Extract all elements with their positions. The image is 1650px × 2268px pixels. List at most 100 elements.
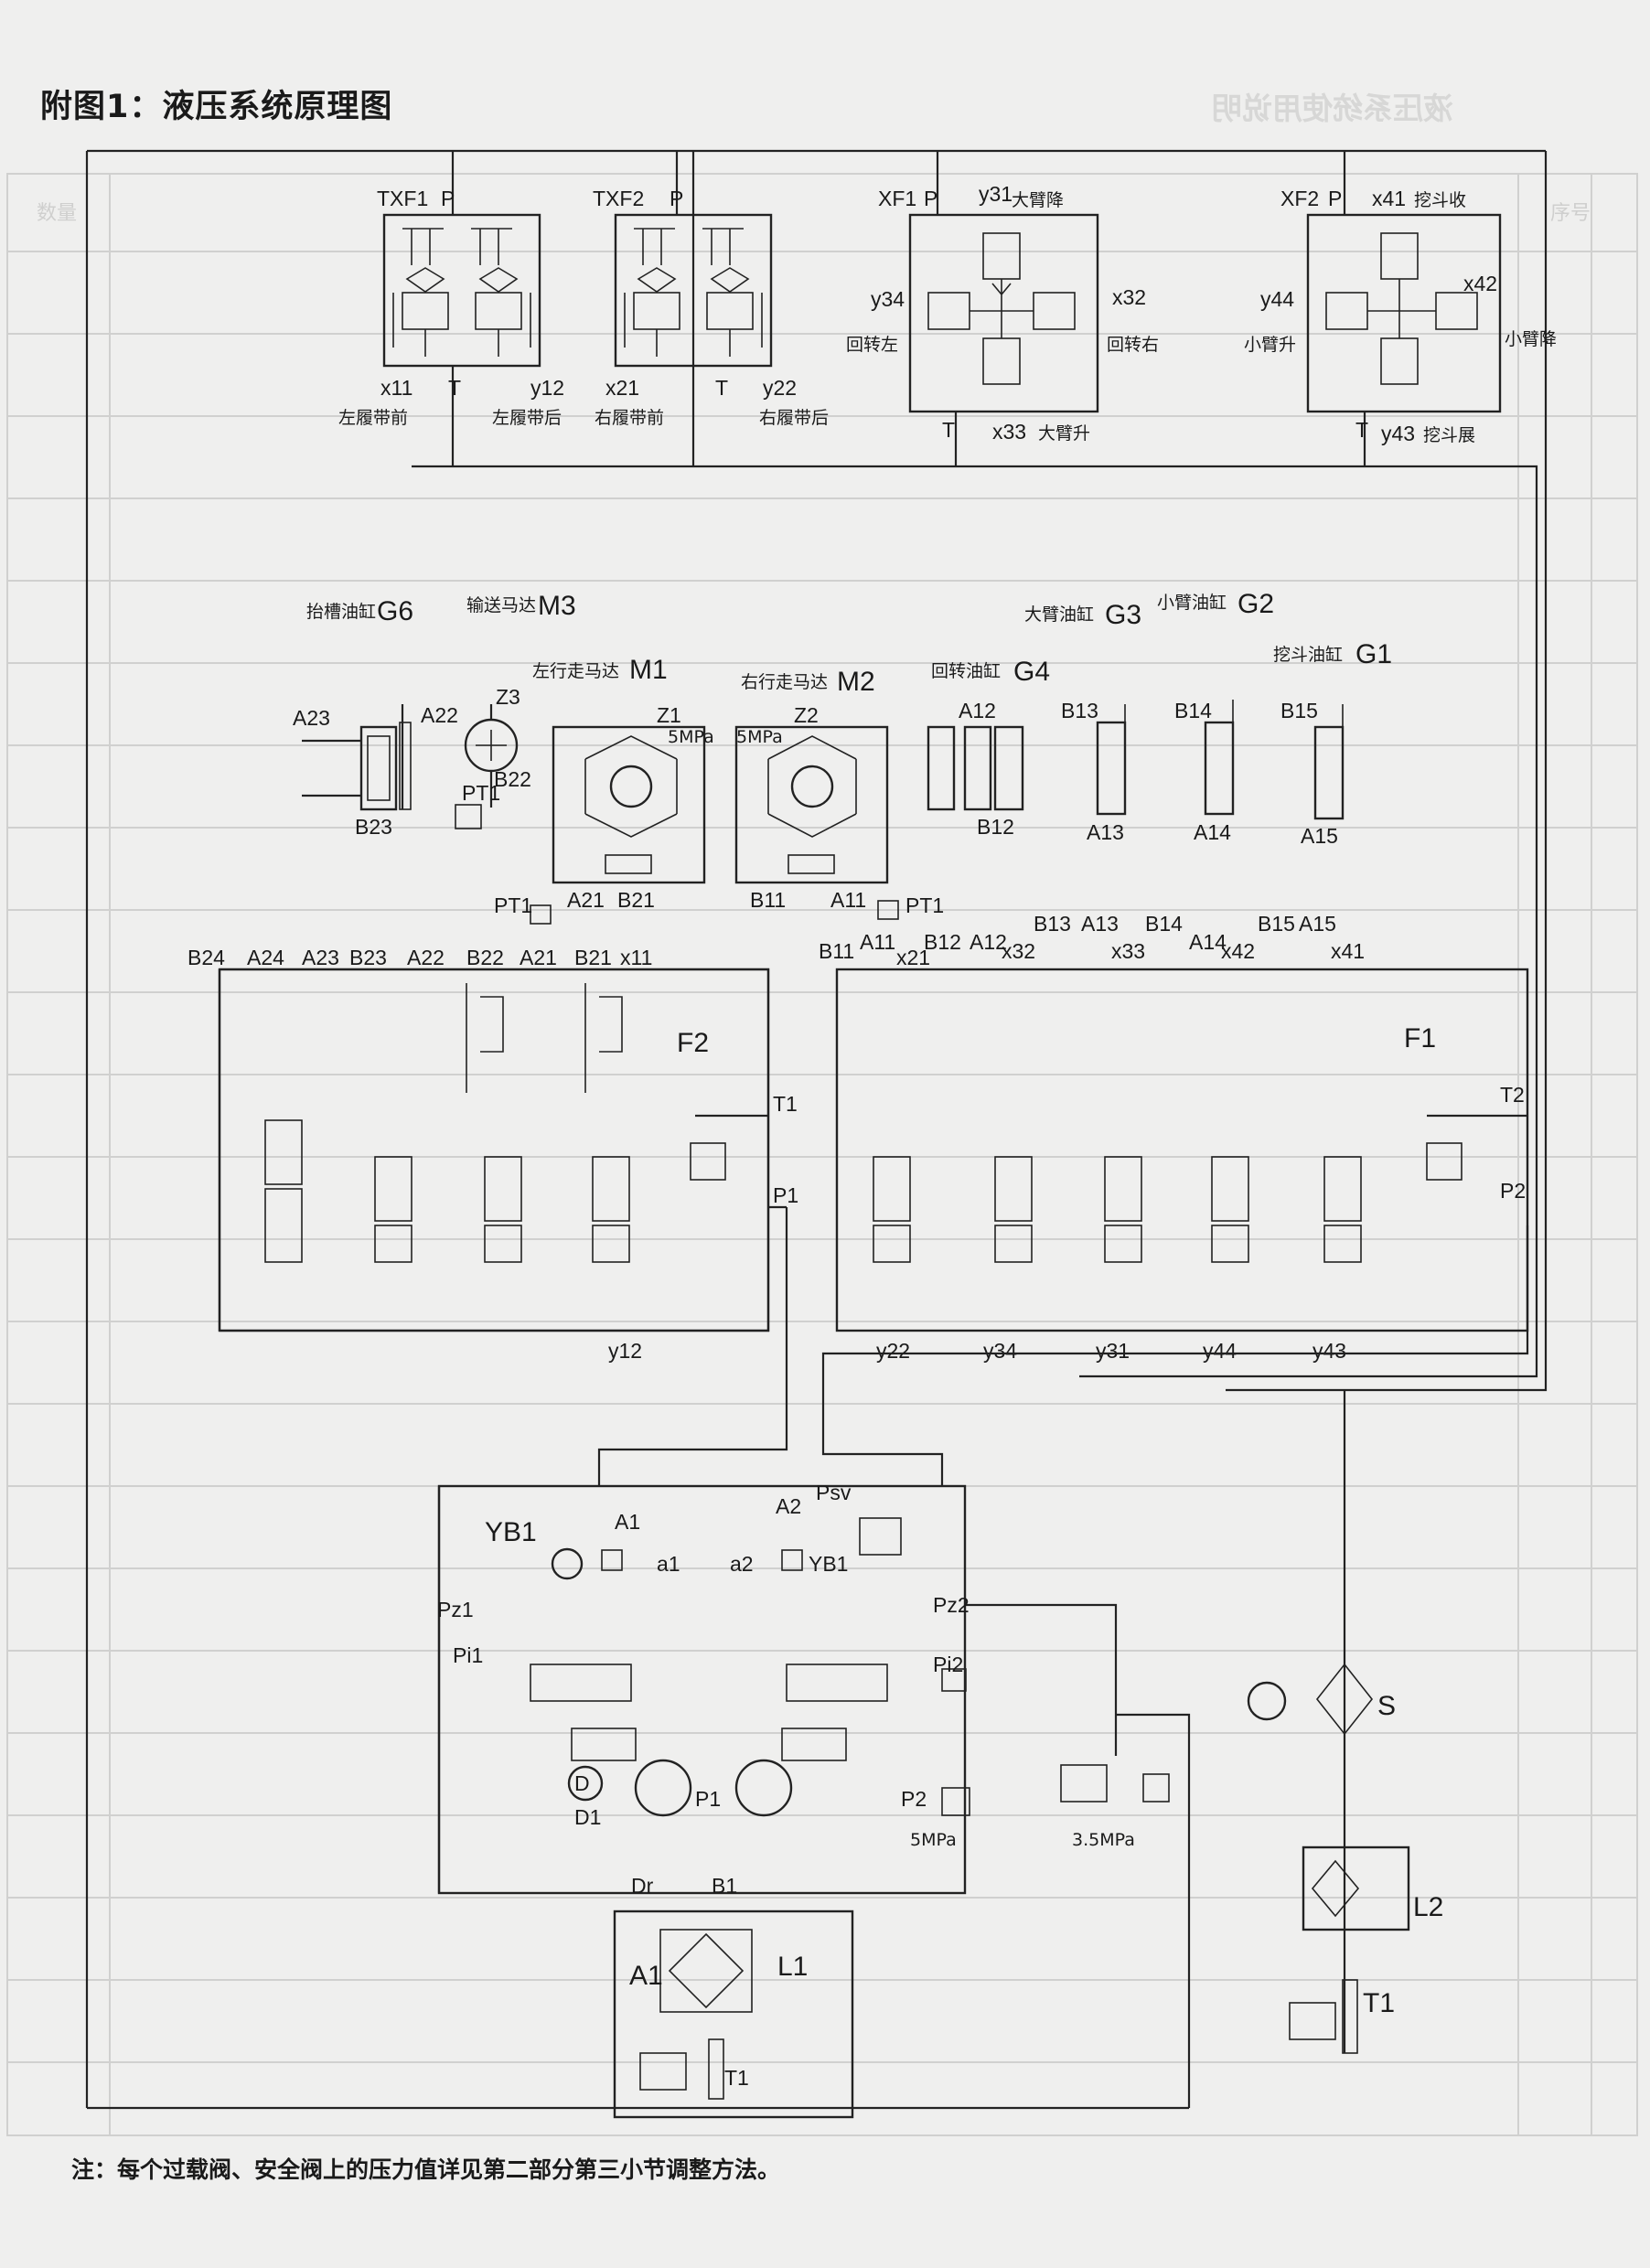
m2-a11: A11 [830,888,866,912]
motor-m2-block: Z2 5MPa B11 A11 PT1 [734,703,944,920]
txf1-t: T [448,376,461,400]
f2-x11: x11 [620,946,652,969]
f1-y31: y31 [1096,1339,1130,1363]
actuator-m3-name: 输送马达 [466,595,536,615]
filter-l2: L2 [1413,1892,1443,1922]
tank-t1-right: T1 [1363,1988,1395,2018]
ghost-header-seq: 序号 [1550,202,1591,225]
actuator-m1-code: M1 [629,655,668,685]
pump-p2: P2 [901,1787,927,1811]
txf1-right-desc: 左履带后 [492,408,562,428]
txf2-left-port: x21 [605,376,639,400]
f1-t2: T2 [1500,1083,1525,1107]
txf1-p: P [441,187,455,210]
pump-d: D [574,1771,590,1795]
f2-b23: B23 [349,946,387,969]
pump-p1: P1 [695,1787,721,1811]
xf1-left-port: y34 [871,287,905,311]
cyl-b14: B14 [1174,699,1212,722]
multiway-valve-f1: B11 A11 B12 A12 B13 A13 B14 A14 B15 A15 … [819,912,1529,1363]
m1-a21: A21 [567,888,605,912]
actuator-g4-code: G4 [1013,657,1050,687]
pump-section: YB1 A1 a1 a2 YB1 A2 Psv Pz1 Pz2 Pi1 Pi2 … [437,1207,1529,2108]
f1-b11: B11 [819,939,854,963]
f2-y12: y12 [608,1339,642,1363]
port-pt1: PT1 [462,781,500,805]
pilot-valve-txf2: TXF2 P x21 T y22 右履带前 右履带后 [593,151,829,428]
port-b22: B22 [494,767,531,791]
f1-y43: y43 [1312,1339,1346,1363]
tank-l1: L1 [777,1952,808,1982]
ghost-table-text: 序号 数量 [37,202,1591,225]
m1-z1: Z1 [657,703,681,727]
pump-psv: Psv [816,1481,852,1504]
xf1-t: T [942,418,955,442]
tank-t1: T1 [724,2066,749,2090]
xf2-id: XF2 [1280,187,1319,210]
f2-t1: T1 [773,1092,798,1116]
txf1-right-port: y12 [530,376,564,400]
f1-x33: x33 [1111,939,1145,963]
pilot-valve-xf2: XF2 P x41 挖斗收 y44 小臂升 x42 小臂降 T y43 挖斗展 [1244,151,1557,466]
pump-yb1-left: YB1 [485,1517,537,1547]
txf1-left-desc: 左履带前 [338,408,408,428]
xf2-top-desc: 挖斗收 [1414,190,1466,210]
f1-y34: y34 [983,1339,1017,1363]
xf1-top-port: y31 [979,182,1012,206]
f1-y22: y22 [876,1339,910,1363]
cyl-a15: A15 [1301,824,1338,848]
xf2-p: P [1328,187,1342,210]
xf2-bottom-port: y43 [1381,422,1415,445]
f2-a22: A22 [407,946,445,969]
m2-pressure: 5MPa [736,727,783,747]
actuator-g4-name: 回转油缸 [931,661,1001,681]
cyl-b13: B13 [1061,699,1098,722]
actuator-g2-name: 小臂油缸 [1157,593,1227,613]
port-a22: A22 [421,703,458,727]
pump-a1-small: a1 [657,1552,680,1576]
xf2-left-port: y44 [1260,287,1294,311]
actuator-g3-name: 大臂油缸 [1024,604,1094,625]
actuator-g1-code: G1 [1355,639,1392,669]
pump-pi2: Pi2 [933,1653,963,1676]
pump-pi1: Pi1 [453,1643,483,1667]
txf2-t: T [715,376,728,400]
port-a23: A23 [293,706,330,730]
f2-p1: P1 [773,1183,798,1207]
pump-a2-small: a2 [730,1552,754,1576]
port-z3: Z3 [496,685,520,709]
f1-label: F1 [1404,1023,1436,1054]
txf1-left-port: x11 [380,376,412,400]
f1-a12: A12 [970,930,1007,954]
f2-b24: B24 [188,946,225,969]
actuator-m1-name: 左行走马达 [532,661,619,681]
txf2-p: P [670,187,683,210]
multiway-valve-f2: B24 A24 A23 B23 A22 B22 A21 B21 x11 F2 T… [188,946,798,1363]
actuator-g3-code: G3 [1105,600,1141,630]
f2-b22: B22 [466,946,504,969]
f1-b12: B12 [924,930,961,954]
actuator-m2-code: M2 [837,667,875,697]
m2-b11: B11 [750,888,786,912]
xf1-top-desc: 大臂降 [1012,190,1064,210]
actuator-g2-code: G2 [1238,589,1274,619]
f1-b15: B15 [1258,912,1295,936]
xf2-left-desc: 小臂升 [1244,335,1296,355]
actuator-g1-name: 挖斗油缸 [1273,645,1343,665]
f1-b14: B14 [1145,912,1183,936]
f1-x21: x21 [896,946,930,969]
m1-pt1: PT1 [494,893,532,917]
port-b23: B23 [355,815,392,839]
m1-b21: B21 [617,888,655,912]
pump-a2: A2 [776,1494,801,1518]
pump-5mpa: 5MPa [910,1830,957,1850]
filter-s: S [1377,1691,1396,1721]
f1-x41: x41 [1331,939,1365,963]
pump-pz2: Pz2 [933,1593,970,1617]
pump-b1: B1 [712,1874,737,1898]
cyl-a12: A12 [959,699,996,722]
f1-p2: P2 [1500,1179,1526,1203]
f1-x42: x42 [1221,939,1255,963]
txf2-left-desc: 右履带前 [595,408,664,428]
